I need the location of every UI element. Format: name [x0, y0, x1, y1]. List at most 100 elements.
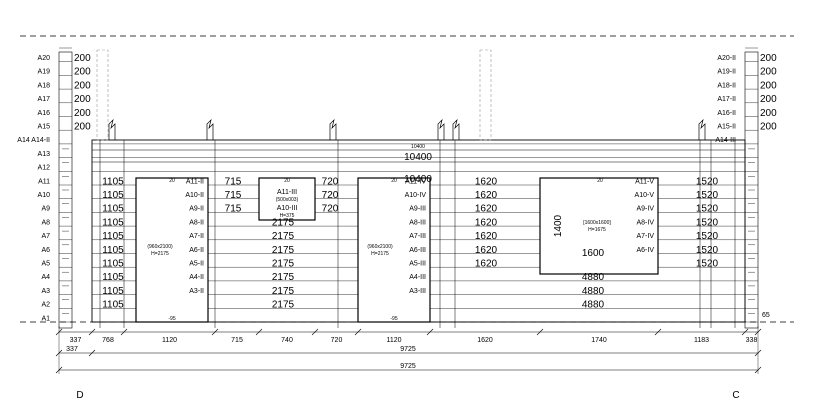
dimension-value: 768 — [102, 337, 114, 344]
row-value-col1: 1105 — [102, 231, 124, 242]
dimension-value: 338 — [746, 337, 758, 344]
window-small-label-1: A11-III — [277, 189, 297, 196]
dimension-value: 9725 — [400, 363, 416, 370]
row-value-right_1620: 1620 — [475, 204, 498, 215]
course-value-right: 200 — [760, 122, 777, 133]
course-label-right: A18-II — [717, 82, 736, 89]
row-value-col1: 1105 — [102, 217, 124, 228]
course-label-left: A8 — [41, 219, 50, 226]
course-label-left: A11 — [38, 178, 50, 185]
door2-course-label: A3-III — [409, 288, 426, 295]
dimension-value: 1120 — [386, 337, 401, 344]
row-value-far_right_1520: 1520 — [696, 217, 719, 228]
door1-course-label: A4-II — [189, 274, 204, 281]
row-value-upper_left_715: 715 — [225, 176, 242, 187]
window-small-top-mark: 20 — [284, 178, 290, 184]
door1-course-label: A8-II — [189, 219, 204, 226]
row-value-lower_4880: 4880 — [582, 300, 605, 311]
ghost-posts — [96, 49, 492, 141]
course-label-left: A10 — [38, 192, 51, 199]
row-value-mid_2175: 2175 — [272, 272, 295, 283]
row-value-mid_2175: 2175 — [272, 245, 295, 256]
door-1-height: H=2175 — [151, 251, 169, 257]
course-value-right: 200 — [760, 80, 777, 91]
row-value-lower_4880: 4880 — [582, 272, 605, 283]
course-label-left: A14 A14-II — [17, 137, 50, 144]
course-value-right: 200 — [760, 67, 777, 78]
course-label-left: A15 — [38, 124, 51, 131]
window_large-course-label: A11-V — [635, 178, 654, 185]
course-value-right: 200 — [760, 108, 777, 119]
window-small-spec: (500x003) — [276, 197, 299, 203]
row-value-far_right_1520: 1520 — [696, 245, 719, 256]
window_large-course-label: A7-IV — [636, 233, 654, 240]
course-label-left: A5 — [41, 261, 50, 268]
course-value-right: 200 — [760, 53, 777, 64]
door1-course-label: A11-II — [186, 178, 204, 185]
door2-course-label: A6-III — [409, 247, 426, 254]
dimension-value: 9725 — [400, 346, 416, 353]
course-label-left: A2 — [41, 302, 50, 309]
row-value-upper_left_715: 715 — [225, 204, 242, 215]
door-2-course-labels: A11-IVA10-IVA9-IIIA8-IIIA7-IIIA6-IIIA5-I… — [405, 178, 427, 295]
anchor-symbol — [329, 118, 337, 140]
door-1-course-labels: A11-IIA10-IIA9-IIA8-IIA7-IIA6-IIA5-IIA4-… — [185, 178, 204, 295]
course-value-left: 200 — [74, 108, 91, 119]
window-large-annotations: 20 [1600x1600] H=1675 1600 1400 — [553, 178, 611, 259]
course-label-right: A14-III — [715, 137, 736, 144]
top-beam-value-1: 10400 — [404, 152, 432, 163]
course-label-right: A15-II — [717, 124, 736, 131]
row-value-right_1620: 1620 — [475, 259, 498, 270]
row-value-col1: 1105 — [102, 272, 124, 283]
window-large-height: H=1675 — [588, 227, 606, 233]
door-2-spec: (960x2100) — [367, 244, 393, 250]
row-value-col1: 1105 — [102, 190, 124, 201]
bottom-offset-label: 65 — [762, 312, 770, 319]
dimension-value: 715 — [231, 337, 243, 344]
course-value-left: 200 — [74, 94, 91, 105]
course-label-right: A16-II — [717, 110, 736, 117]
dimension-value: 1183 — [694, 337, 709, 344]
course-label-left: A3 — [41, 288, 50, 295]
dimension-value: 740 — [281, 337, 293, 344]
window_large-course-label: A6-IV — [636, 247, 654, 254]
anchor-symbol — [698, 118, 706, 140]
row-value-lower_4880: 4880 — [582, 286, 605, 297]
window-opening-large — [539, 177, 659, 275]
right-course-labels: A20-IIA19-IIA18-IIA17-IIA16-IIA15-IIA14-… — [715, 53, 777, 144]
row-value-upper_mid_720: 720 — [322, 176, 339, 187]
window_large-course-label: A8-IV — [636, 219, 654, 226]
dimension-value: 720 — [331, 337, 343, 344]
course-label-left: A17 — [38, 96, 51, 103]
window-small-height: H=375 — [280, 213, 295, 219]
window-large-top-mark: 20 — [597, 178, 603, 184]
anchor-symbol — [452, 118, 460, 140]
course-value-left: 200 — [74, 80, 91, 91]
window-small-label-2: A10-III — [277, 205, 298, 212]
course-value-right: 200 — [760, 94, 777, 105]
row-value-far_right_1520: 1520 — [696, 176, 719, 187]
course-label-right: A19-II — [717, 69, 736, 76]
row-value-upper_mid_720: 720 — [322, 190, 339, 201]
dimension-value: 337 — [70, 337, 82, 344]
dimension-value: 337 — [66, 346, 78, 353]
door1-course-label: A6-II — [189, 247, 204, 254]
row-value-right_1620: 1620 — [475, 190, 498, 201]
course-label-left: A20 — [38, 55, 51, 62]
top-beam-value-2: 10400 — [404, 174, 432, 185]
window-large-spec: [1600x1600] — [583, 220, 611, 226]
vertical-guides — [99, 140, 736, 328]
anchor-symbols — [108, 118, 706, 140]
course-label-right: A20-II — [717, 55, 736, 62]
course-value-left: 200 — [74, 53, 91, 64]
window-opening-small — [258, 177, 316, 221]
row-value-far_right_1520: 1520 — [696, 231, 719, 242]
course-label-left: A9 — [41, 206, 50, 213]
left-course-column — [58, 51, 73, 329]
window-large-vertical: 1400 — [553, 214, 564, 237]
door-1-annotations: 20 (960x2100) H=2175 -95 — [147, 178, 175, 322]
course-label-left: A13 — [38, 151, 51, 158]
door2-course-label: A8-III — [409, 219, 426, 226]
